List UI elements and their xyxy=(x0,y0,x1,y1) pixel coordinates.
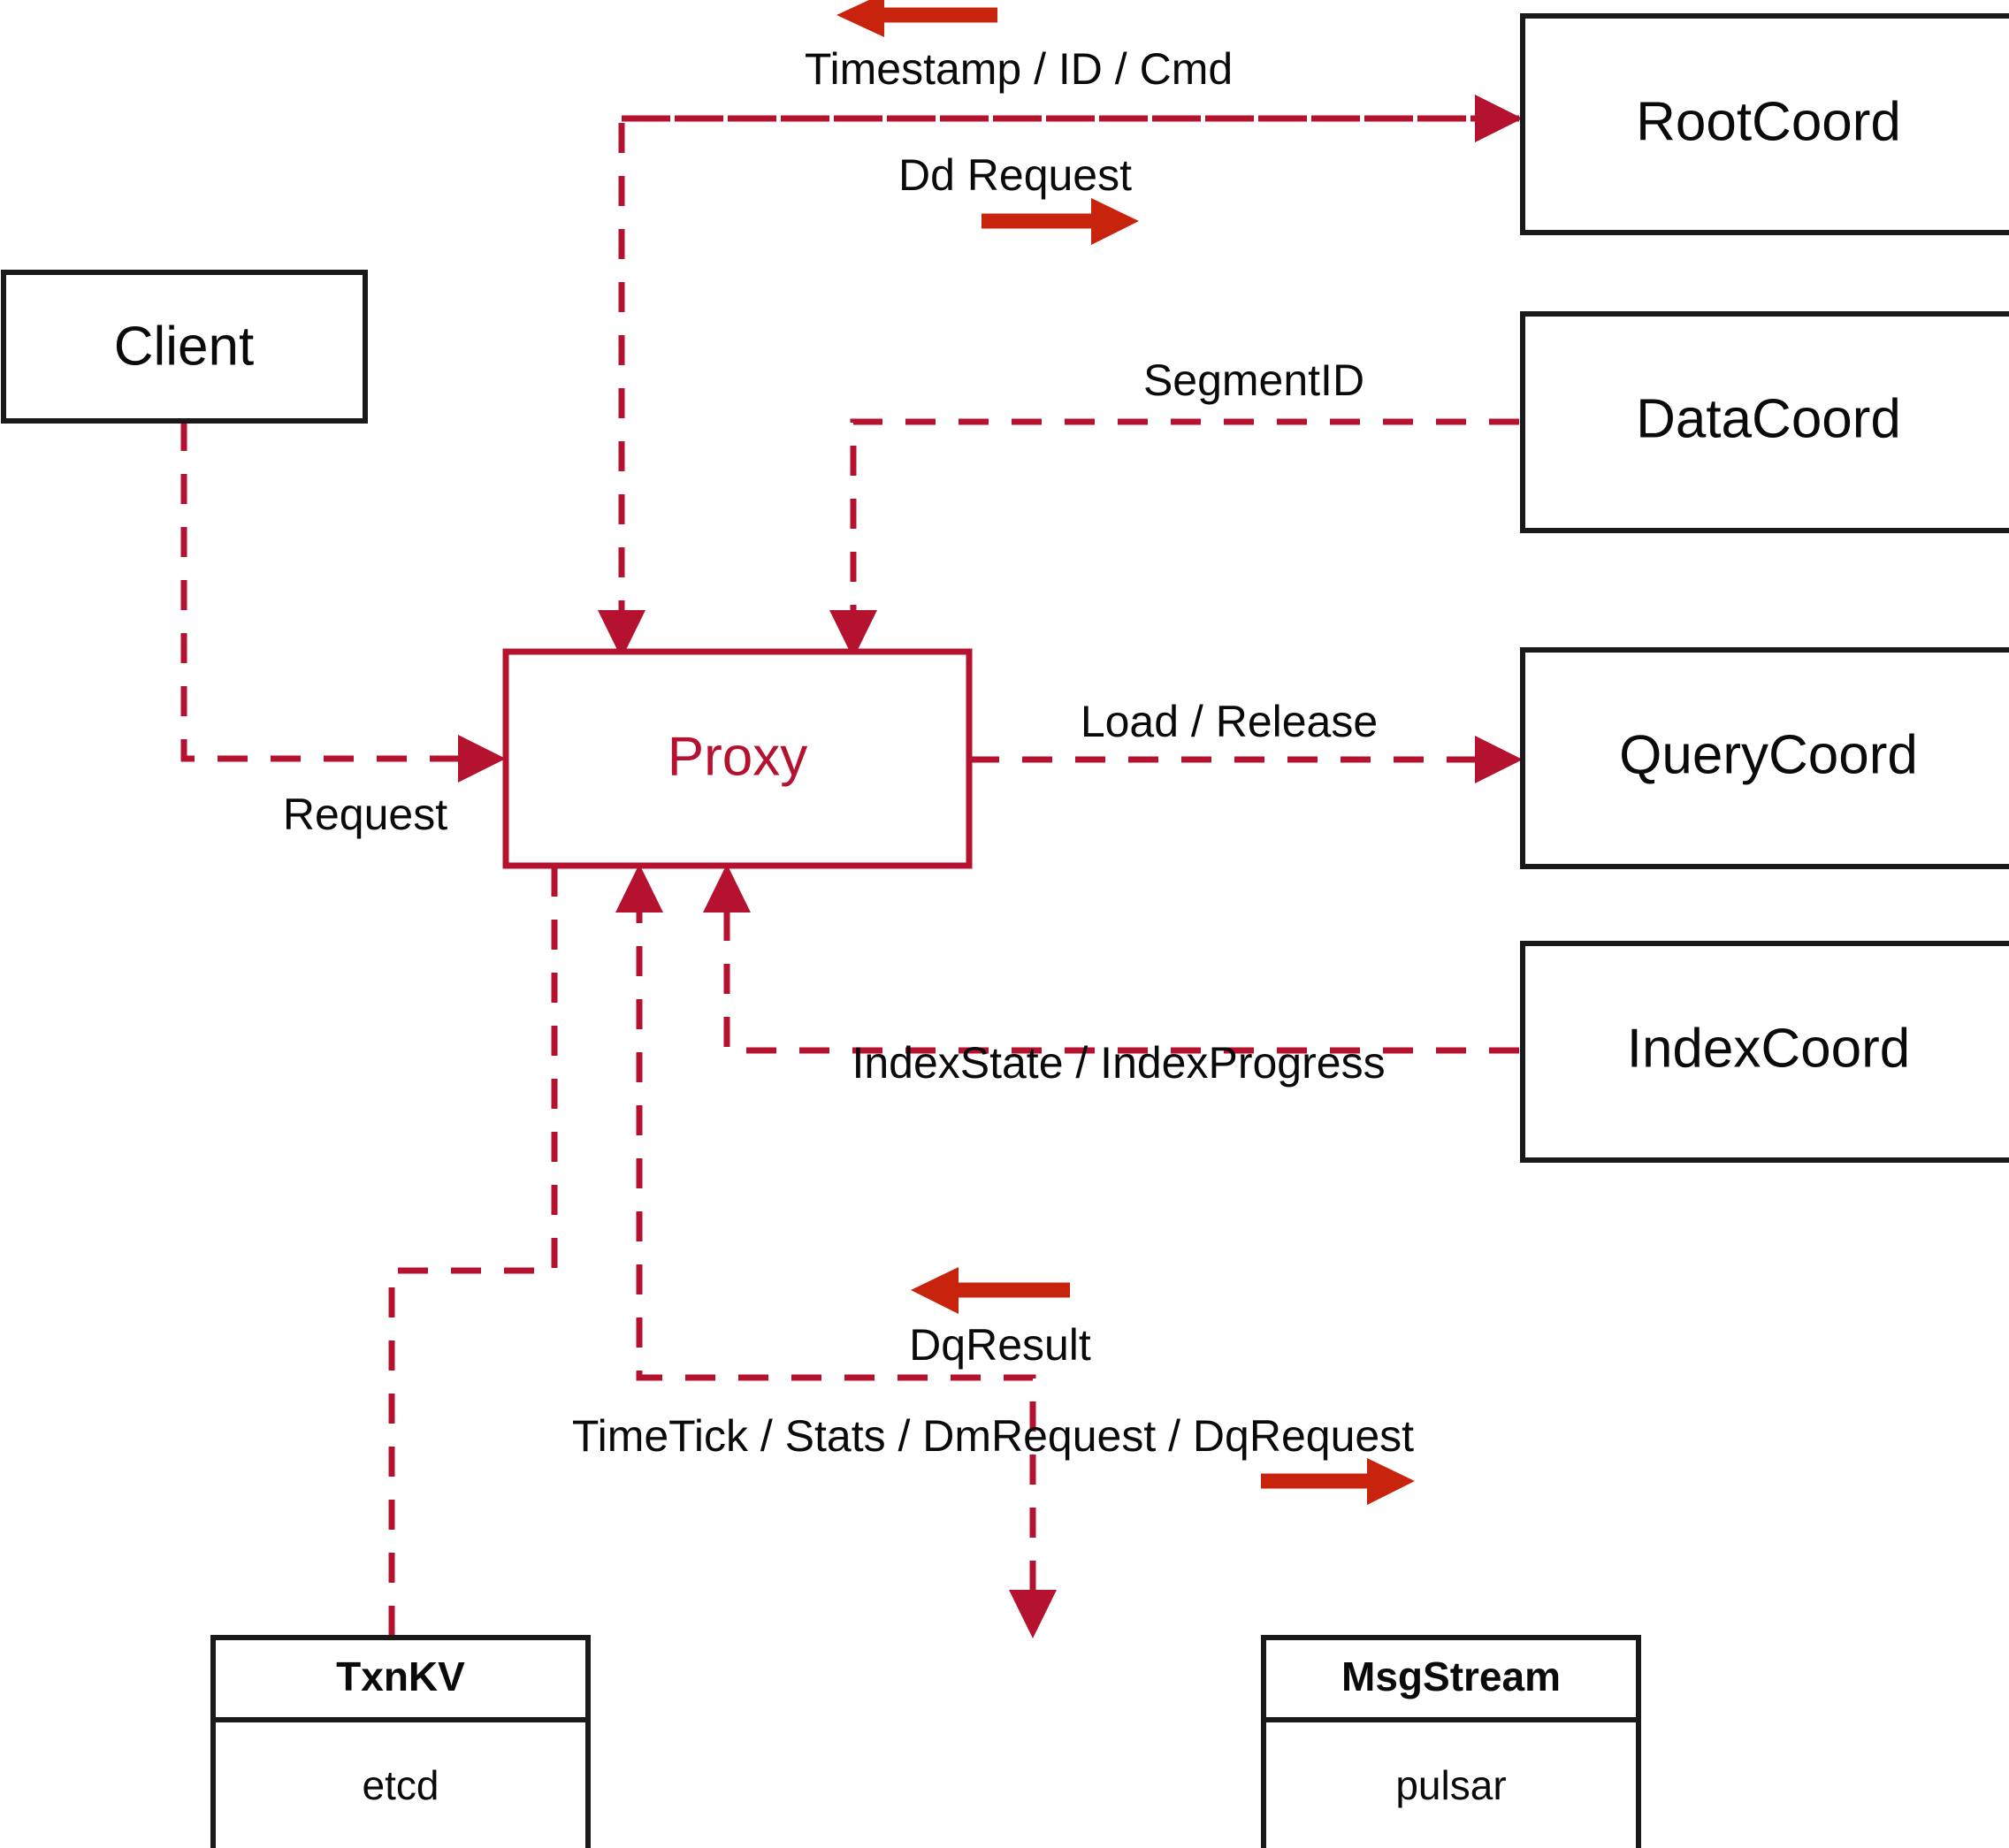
node-msgstream-title: MsgStream xyxy=(1341,1653,1561,1699)
node-querycoord[interactable]: QueryCoord xyxy=(1520,647,2009,869)
node-rootcoord[interactable]: RootCoord xyxy=(1520,13,2009,235)
edge-label-timetick-stats: TimeTick / Stats / DmRequest / DqRequest xyxy=(572,1411,1414,1461)
flow-rootcoord-to-proxy xyxy=(598,115,1519,659)
node-client[interactable]: Client xyxy=(1,270,368,424)
flow-proxy-to-querycoord xyxy=(969,736,1523,783)
node-msgstream-impl: pulsar xyxy=(1395,1762,1506,1808)
edge-label-index-state-progress: IndexState / IndexProgress xyxy=(852,1038,1385,1088)
direction-arrow-timestamp xyxy=(836,0,997,37)
flow-proxy-msgstream xyxy=(615,864,1057,1638)
edge-label-segment-id: SegmentID xyxy=(1143,355,1364,405)
node-indexcoord-label: IndexCoord xyxy=(1627,1018,1911,1079)
node-proxy[interactable]: Proxy xyxy=(502,648,973,869)
node-client-label: Client xyxy=(114,316,255,377)
direction-arrow-dd-request xyxy=(982,198,1139,245)
node-proxy-label: Proxy xyxy=(668,726,807,787)
flow-client-to-proxy xyxy=(180,421,506,783)
edge-label-timestamp-id-cmd: Timestamp / ID / Cmd xyxy=(805,44,1233,94)
node-txnkv-title: TxnKV xyxy=(336,1653,465,1699)
node-rootcoord-label: RootCoord xyxy=(1636,91,1901,152)
edge-label-dd-request: Dd Request xyxy=(898,150,1132,200)
edge-label-load-release: Load / Release xyxy=(1081,697,1378,746)
node-datacoord-label: DataCoord xyxy=(1636,388,1901,449)
direction-arrow-timetick xyxy=(1261,1458,1415,1505)
node-txnkv-impl: etcd xyxy=(363,1762,439,1808)
flow-datacoord-to-proxy xyxy=(829,418,1519,659)
edge-label-dq-result: DqResult xyxy=(909,1320,1091,1370)
edge-label-request: Request xyxy=(283,790,447,839)
flow-indexcoord-to-proxy xyxy=(703,864,1519,1054)
node-datacoord[interactable]: DataCoord xyxy=(1520,311,2009,533)
direction-arrow-dq-result xyxy=(911,1267,1070,1314)
node-indexcoord[interactable]: IndexCoord xyxy=(1520,941,2009,1163)
flow-proxy-to-rootcoord xyxy=(622,95,1523,142)
node-txnkv[interactable]: TxnKV etcd xyxy=(210,1635,591,1848)
flow-proxy-to-txnkv xyxy=(388,867,558,1638)
node-msgstream[interactable]: MsgStream pulsar xyxy=(1261,1635,1641,1848)
node-querycoord-label: QueryCoord xyxy=(1619,724,1918,785)
